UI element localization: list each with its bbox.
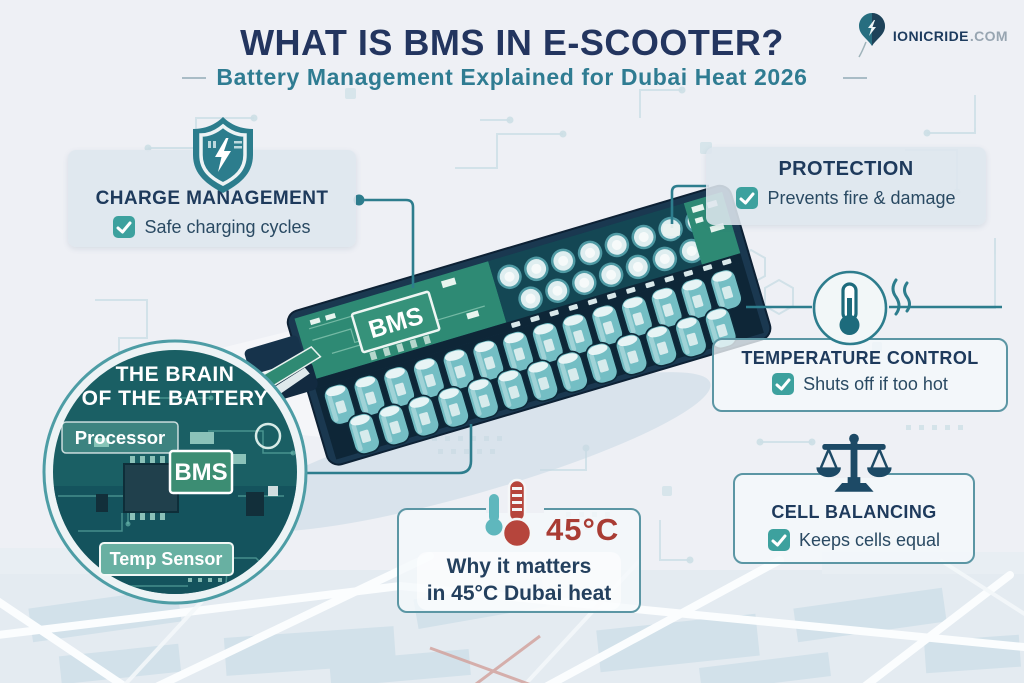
heat-line2: in 45°C Dubai heat [426,581,612,605]
checkbox-icon [767,529,790,551]
brand-logo: IONICRIDE.COM [856,12,1008,60]
cell-balancing-check-row: Keeps cells equal [735,529,973,551]
checkbox-icon [113,216,136,238]
balance-scale-icon [816,433,892,492]
protection-callout: PROTECTION Prevents fire & damage [706,147,986,225]
heat-line1: Why it matters [446,555,592,578]
protection-title: PROTECTION [778,158,914,180]
checkbox-icon [772,373,795,395]
brain-magnifier-circle: THE BRAIN OF THE BATTERY Processor BMS T… [42,339,308,605]
battery-pack: BMS [243,184,772,466]
thermometer-icon [812,270,911,346]
heat-temperature-value: 45°C [546,512,620,547]
bms-label-box [168,449,234,495]
protection-connector-pad [663,224,680,236]
bms-chip [350,290,441,354]
charge-connector-dot [353,194,365,206]
heat-callout-text: Why it matters in 45°C Dubai heat [416,552,622,610]
shield-lightning-icon [193,117,253,193]
charge-management-check-row: Safe charging cycles [68,216,356,238]
page-subtitle: Battery Management Explained for Dubai H… [216,64,808,90]
charge-management-title: CHARGE MANAGEMENT [95,188,329,209]
temp-sensor-label-box [99,542,234,576]
temperature-control-callout: TEMPERATURE CONTROL Shuts off if too hot [712,338,1008,412]
magnifier-connector-line [307,424,473,475]
temperature-control-check-row: Shuts off if too hot [714,373,1006,395]
bms-circuit-board: BMS [294,261,507,380]
protection-check-label: Prevents fire & damage [767,187,956,208]
cell-balancing-title: CELL BALANCING [771,502,937,522]
protection-connector-line [670,184,709,228]
page-title: WHAT IS BMS IN E-SCOOTER? [240,22,784,63]
charge-management-check-label: Safe charging cycles [144,216,311,237]
processor-label: Processor [75,427,166,448]
brain-title-line2: OF THE BATTERY [82,387,269,410]
charge-connector-line [364,198,415,288]
cell-balancing-check-label: Keeps cells equal [798,529,941,550]
lightning-pin-icon [858,13,885,58]
brain-title-line1: THE BRAIN [116,363,235,386]
processor-label-box [61,421,179,454]
logo-brand-text: IONICRIDE [892,28,969,44]
red-thermometer-icon [485,478,533,549]
logo-suffix-text: .COM [969,28,1008,44]
checkbox-icon [736,187,759,209]
temp-sensor-label: Temp Sensor [110,549,223,569]
temperature-control-check-label: Shuts off if too hot [803,373,948,394]
temperature-control-title: TEMPERATURE CONTROL [741,348,979,368]
protection-check-row: Prevents fire & damage [706,187,986,209]
subtitle-dash-right [843,77,867,79]
bms-label: BMS [174,459,227,486]
subtitle-dash-left [182,77,206,79]
